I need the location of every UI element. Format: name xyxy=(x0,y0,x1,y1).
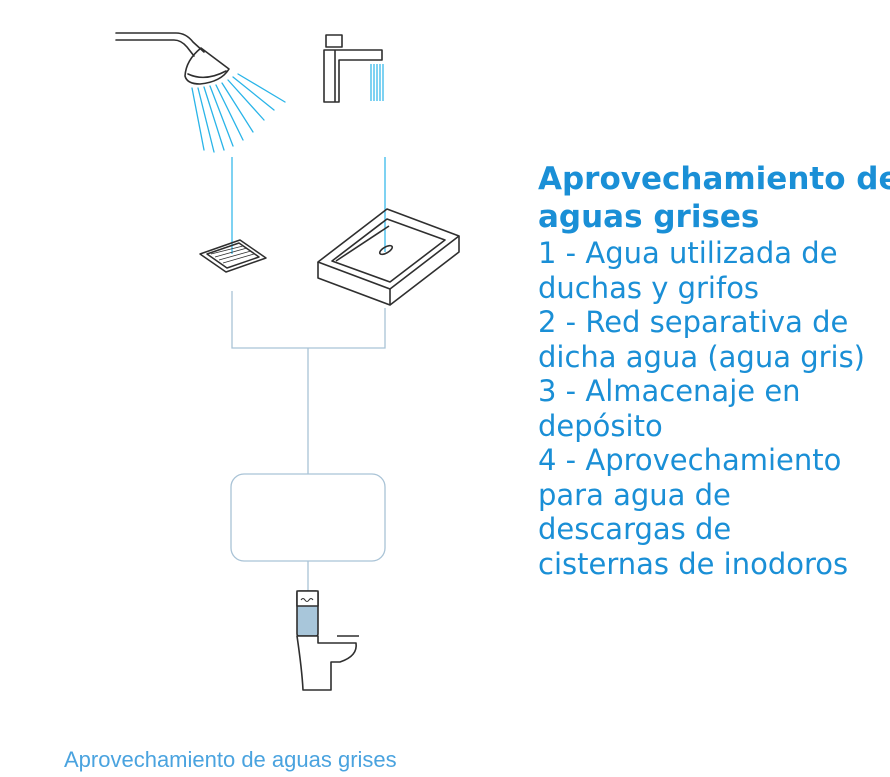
faucet-icon xyxy=(323,34,384,103)
toilet-icon xyxy=(296,590,359,691)
title-line-2: aguas grises xyxy=(538,199,760,235)
greywater-pipes xyxy=(231,291,386,593)
step-3: 3 - Almacenaje en depósito xyxy=(538,374,801,443)
floor-drain-icon xyxy=(199,239,267,273)
step-4: 4 - Aprovechamiento para agua de descarg… xyxy=(538,443,849,581)
diagram-title: Aprovechamiento de aguas grises xyxy=(538,160,890,236)
tank-icon xyxy=(230,473,386,562)
title-line-1: Aprovechamiento de xyxy=(538,161,890,197)
sink-icon xyxy=(317,208,460,306)
figure-caption: Aprovechamiento de aguas grises xyxy=(64,747,397,772)
step-1: 1 - Agua utilizada de duchas y grifos xyxy=(538,236,838,305)
shower-icon xyxy=(115,32,286,153)
step-2: 2 - Red separativa de dicha agua (agua g… xyxy=(538,305,866,374)
legend-text: Aprovechamiento de aguas grises 1 - Agua… xyxy=(538,160,890,581)
